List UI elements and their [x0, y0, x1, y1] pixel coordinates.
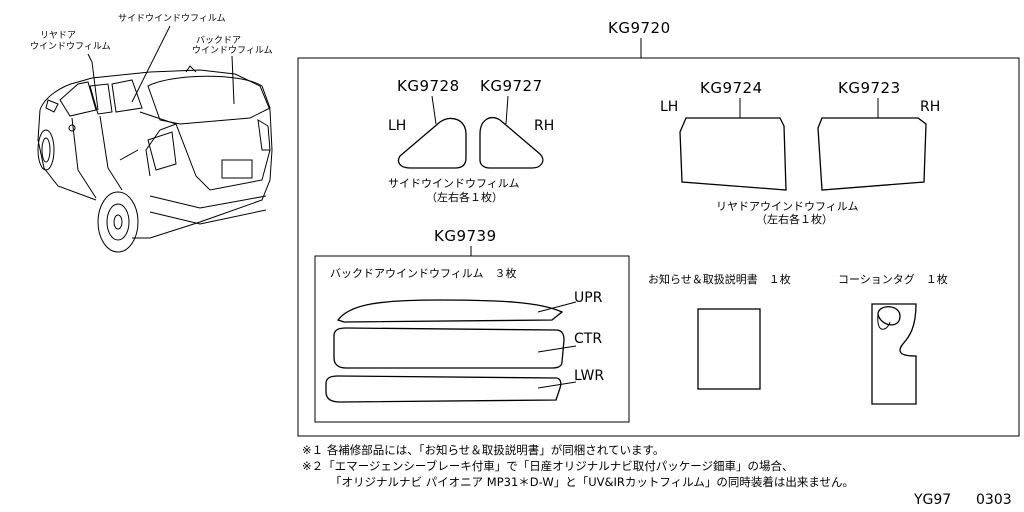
rear-door-film-callout-line1: リヤドア	[40, 31, 76, 41]
rear-door-film-rh-shape	[817, 117, 927, 191]
side-film-rh-label: RH	[534, 118, 554, 134]
back-door-film-upr-label: UPR	[574, 290, 603, 306]
side-film-rh-part-number: KG9727	[480, 77, 543, 95]
side-film-description: サイドウインドウフィルム	[388, 177, 520, 190]
side-film-quantity: （左右各１枚）	[426, 190, 503, 204]
back-door-film-callout-line1: バックドア	[196, 35, 241, 46]
rear-door-film-description: リヤドアウインドウフィルム	[716, 200, 859, 213]
manual-shape	[697, 308, 761, 390]
side-film-lh-label: LH	[388, 118, 406, 134]
caution-tag-description: コーションタグ １枚	[838, 272, 948, 286]
back-door-film-upper-shape	[336, 299, 564, 323]
back-door-film-lwr-label: LWR	[574, 368, 604, 384]
rear-door-film-callout-line2: ウインドウフィルム	[30, 41, 111, 52]
side-film-lh-shape	[397, 117, 467, 169]
car-leader-lines	[87, 25, 235, 111]
rear-door-film-lh-part-number: KG9724	[700, 79, 763, 97]
note-1: ※１ 各補修部品には、「お知らせ＆取扱説明書」が同梱されています。	[302, 443, 664, 457]
side-film-rh-shape	[479, 117, 544, 169]
rear-door-film-lh-shape	[679, 117, 787, 191]
rear-door-film-rh-part-number: KG9723	[838, 79, 901, 97]
rear-door-film-lh-label: LH	[660, 99, 678, 115]
back-door-film-frame	[314, 255, 630, 423]
back-door-film-callout-line2: ウインドウフィルム	[192, 45, 273, 56]
back-door-film-part-number: KG9739	[434, 227, 497, 245]
car-illustration	[37, 65, 273, 253]
manual-description: お知らせ＆取扱説明書 １枚	[648, 272, 791, 286]
kit-part-number: KG9720	[608, 19, 671, 37]
kit-frame	[297, 57, 1020, 437]
rear-door-film-quantity: （左右各１枚）	[756, 212, 833, 226]
rear-door-film-rh-label: RH	[920, 99, 940, 115]
caution-tag-shape	[871, 303, 917, 405]
drawing-date: 0303	[976, 492, 1012, 508]
back-door-film-ctr-label: CTR	[574, 331, 602, 347]
drawing-code: YG97	[913, 492, 951, 508]
note-2: ※２「エマージェンシーブレーキ付車」で「日産オリジナルナビ取付パッケージ鈿車」の…	[302, 459, 793, 473]
note-3: 「オリジナルナビ パイオニア MP31＊D-W」と「UV&IRカットフィルム」の…	[330, 475, 854, 489]
back-door-film-lower-shape	[325, 375, 562, 403]
side-film-lh-part-number: KG9728	[397, 77, 460, 95]
back-door-film-center-shape	[333, 327, 565, 369]
back-door-film-description: バックドアウインドウフィルム ３枚	[330, 266, 517, 280]
side-window-film-callout: サイドウインドウフィルム	[118, 13, 226, 24]
